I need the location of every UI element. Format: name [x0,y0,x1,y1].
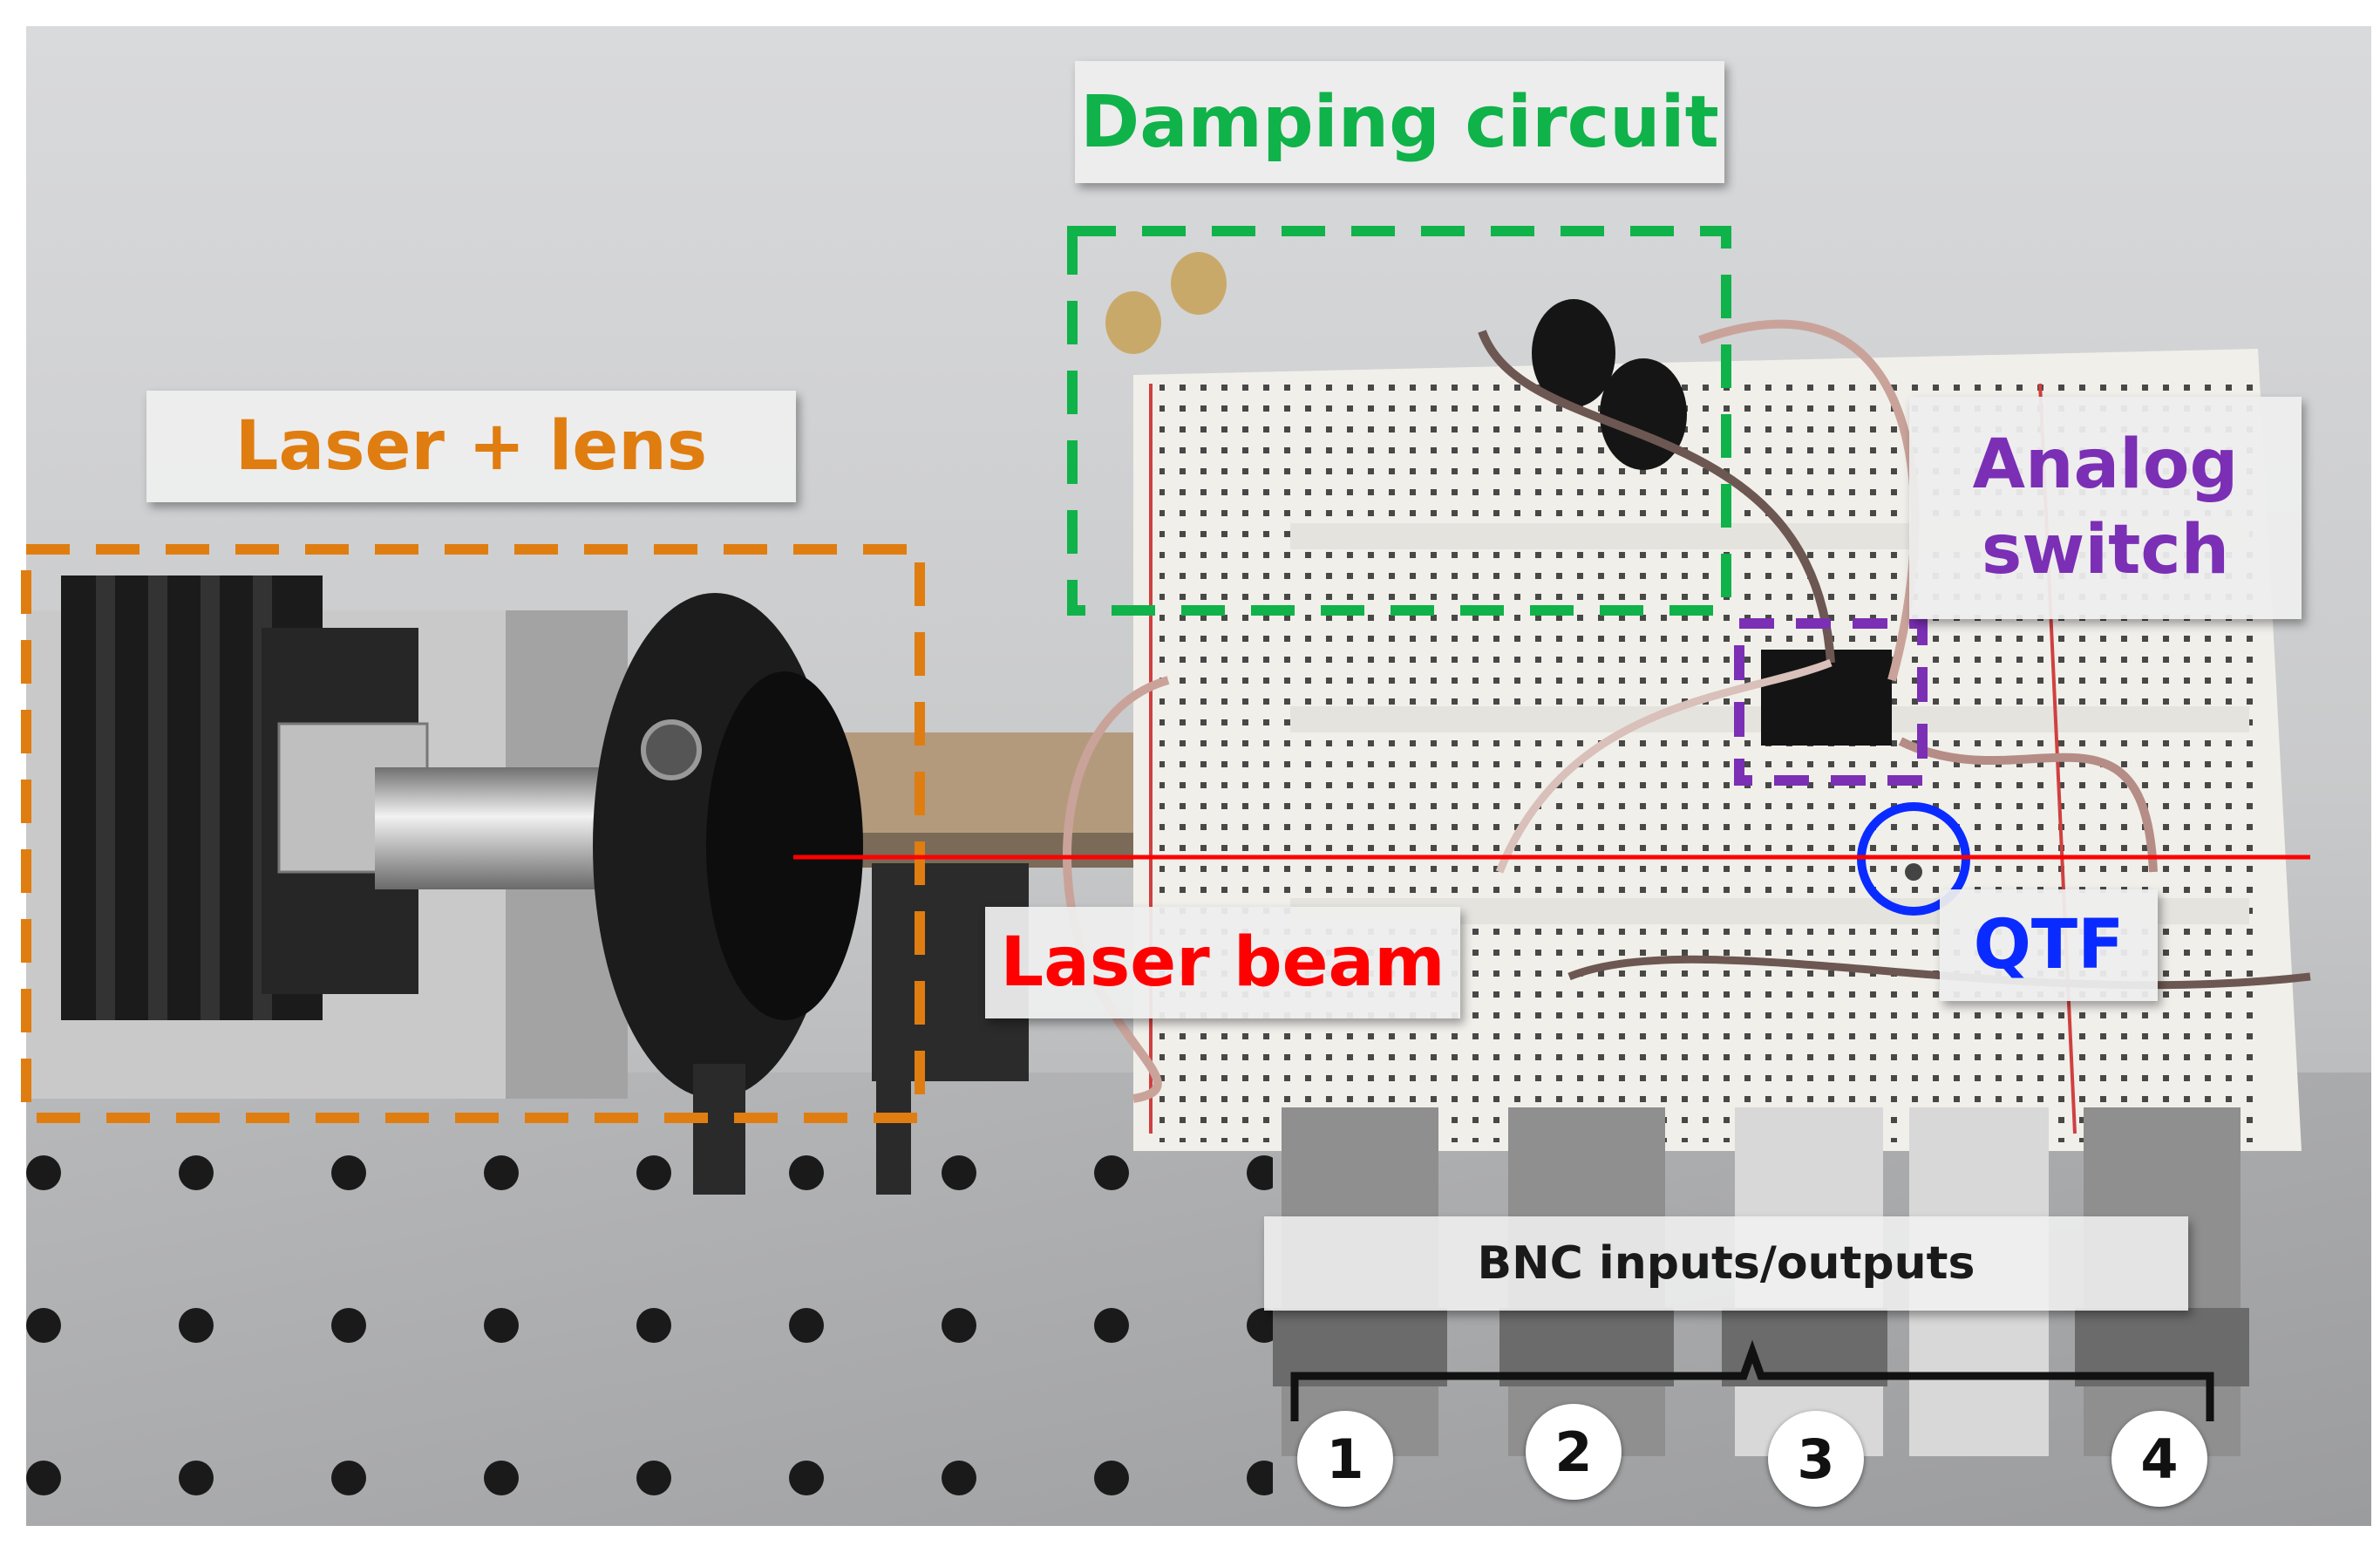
damping-circuit-box [1067,226,1731,616]
laser-lens-box [21,544,925,1123]
qtf-label: QTF [1940,889,2158,1001]
analog-switch-label: Analog switch [1909,397,2302,619]
laser-cylinder [375,767,636,889]
bnc-label: BNC inputs/outputs [1264,1216,2188,1311]
bnc-number-1: 1 [1297,1411,1393,1507]
bnc-text: BNC inputs/outputs [1477,1237,1975,1290]
lens-mount [593,593,911,1195]
bnc-number-4: 4 [2111,1411,2207,1507]
damping-circuit-text: Damping circuit [1080,80,1719,164]
analog-switch-text-line2: switch [1981,510,2230,589]
analog-switch-text-line1: Analog [1972,426,2239,504]
bnc-number-2: 2 [1526,1404,1622,1500]
analog-switch-box [1734,618,1928,786]
laser-beam-label: Laser beam [985,907,1460,1018]
optical-table-holes [26,1073,1273,1526]
bnc-number-3: 3 [1768,1411,1864,1507]
laser-lens-label: Laser + lens [146,391,796,502]
bnc-bracket [1290,1339,2214,1421]
laser-lens-text: Laser + lens [235,407,708,486]
damping-circuit-label: Damping circuit [1075,61,1724,183]
laser-beam-text: Laser beam [1000,923,1445,1002]
electrolytic-capacitor [1532,299,1615,407]
qtf-text: QTF [1973,906,2125,984]
